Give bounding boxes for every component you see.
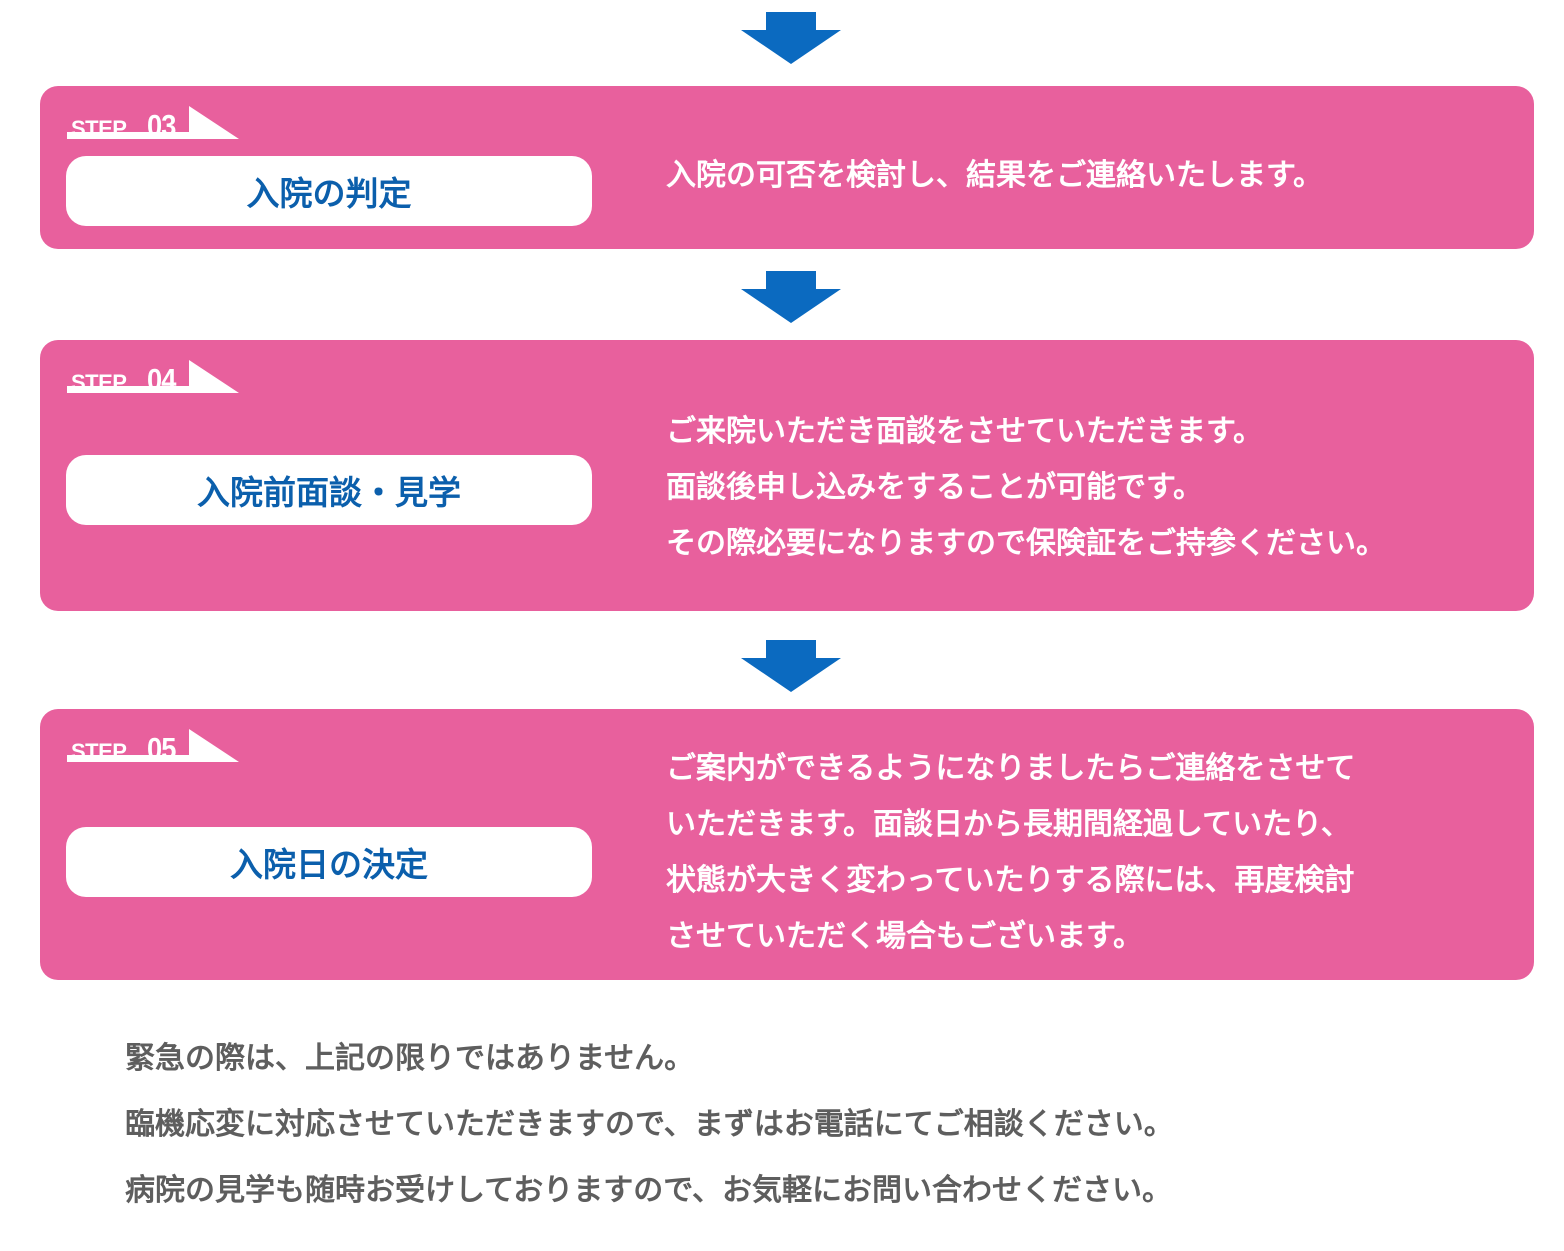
step-05-description-line: ご案内ができるようになりましたらご連絡をさせて: [666, 751, 1356, 786]
step-number: 04: [147, 362, 176, 397]
footer-notes: 緊急の際は、上記の限りではありません。 臨機応変に対応させていただきますので、ま…: [125, 1026, 1174, 1224]
note-hospital-tour: 病院の見学も随時お受けしておりますので、お気軽にお問い合わせください。: [125, 1173, 1172, 1208]
step-label: STEP: [71, 116, 127, 141]
step-05-description: ご案内ができるようになりましたらご連絡をさせて いただきます。面談日から長期間経…: [666, 741, 1355, 965]
step-03-title: 入院の判定: [66, 156, 592, 226]
step-05-title: 入院日の決定: [66, 827, 592, 897]
step-04-box: STEP 04 入院前面談・見学 ご来院いただき面談をさせていただきます。 面談…: [40, 340, 1534, 611]
step-05-description-line: させていただく場合もございます。: [666, 919, 1143, 954]
note-emergency: 緊急の際は、上記の限りではありません。: [125, 1041, 695, 1076]
note-flexible-consultation: 臨機応変に対応させていただきますので、まずはお電話にてご相談ください。: [125, 1107, 1174, 1142]
step-03-tag: STEP 03: [67, 104, 239, 146]
down-arrow-icon: [741, 12, 841, 64]
step-05-box: STEP 05 入院日の決定 ご案内ができるようになりましたらご連絡をさせて い…: [40, 709, 1534, 980]
step-03-box: STEP 03 入院の判定 入院の可否を検討し、結果をご連絡いたします。: [40, 86, 1534, 249]
step-03-description-line: 入院の可否を検討し、結果をご連絡いたします。: [666, 158, 1323, 193]
step-number: 03: [147, 108, 176, 143]
step-number: 05: [147, 731, 176, 766]
step-04-tag: STEP 04: [67, 358, 239, 400]
step-03-description: 入院の可否を検討し、結果をご連絡いたします。: [666, 148, 1323, 204]
step-05-description-line: 状態が大きく変わっていたりする際には、再度検討: [666, 863, 1355, 898]
step-label: STEP: [71, 739, 127, 764]
down-arrow-icon: [741, 640, 841, 692]
step-04-description-line: その際必要になりますので保険証をご持参ください。: [666, 526, 1386, 561]
step-04-description: ご来院いただき面談をさせていただきます。 面談後申し込みをすることが可能です。 …: [666, 404, 1386, 572]
step-label: STEP: [71, 370, 127, 395]
step-04-description-line: ご来院いただき面談をさせていただきます。: [666, 414, 1263, 449]
step-05-tag: STEP 05: [67, 727, 239, 769]
step-04-description-line: 面談後申し込みをすることが可能です。: [666, 470, 1203, 505]
step-04-title: 入院前面談・見学: [66, 455, 592, 525]
step-05-description-line: いただきます。面談日から長期間経過していたり、: [666, 807, 1351, 842]
down-arrow-icon: [741, 271, 841, 323]
